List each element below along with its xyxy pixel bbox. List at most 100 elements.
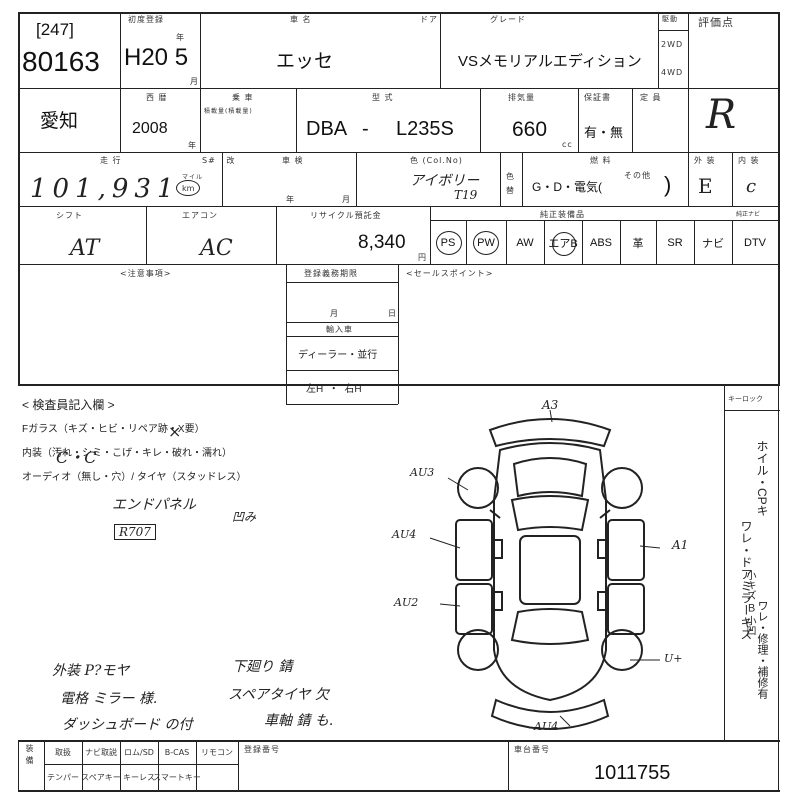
color-code: T19 (454, 188, 478, 202)
bottom-note-2: 電格 ミラー 様. (60, 691, 158, 707)
sales-point-label: <セールスポイント> (406, 269, 494, 278)
diagram-mark-au4-bottom: AU4 (534, 720, 559, 733)
side-note-col4: ワレ・修理・補修有 (756, 600, 768, 699)
chassis-value: 1011755 (594, 762, 671, 784)
shaken-month-unit: 月 (342, 195, 351, 204)
bottom-cell-bcas: B-CAS (164, 747, 190, 757)
grade-value: VSメモリアルエディション (458, 53, 642, 70)
notes-label: <注意事項> (120, 269, 172, 278)
airbag-circle (552, 232, 576, 256)
mileage-mile-unit: マイル (182, 174, 204, 181)
interior-label: 内 装 (738, 156, 760, 165)
model-prefix: DBA (306, 118, 348, 140)
bottom-cell-smart-key: スマートキー (153, 772, 201, 782)
warranty-label: 保証書 (584, 93, 611, 102)
passenger-sub: 積載量(積載量) (204, 108, 253, 115)
pw-circle (473, 231, 499, 255)
side-note-col3: 小キズ Ｂ 小凹 (744, 570, 755, 636)
bottom-note-1: 外装 P?モヤ (52, 663, 130, 679)
inspector-hw-r: R707 (114, 524, 156, 540)
model-label: 型 式 (372, 93, 394, 102)
bottom-note-right-2: スペアタイヤ 欠 (228, 687, 330, 703)
diagram-mark-a1: A1 (672, 538, 689, 552)
recycle-label: リサイクル預託金 (310, 211, 382, 220)
displacement-unit: cc (562, 140, 573, 149)
ps-circle (436, 231, 462, 255)
equipment-label: 純正装備品 (540, 210, 585, 219)
diagram-mark-au2: AU2 (394, 596, 419, 609)
first-reg-month-unit: 月 (190, 77, 199, 86)
inspector-hw-line1: C・C (56, 448, 97, 467)
displacement-value: 660 (512, 118, 548, 141)
door-label: ドア (420, 15, 438, 24)
shift-label: シフト (56, 211, 83, 220)
color-value: アイボリー (410, 173, 480, 189)
recycle-value: 8,340 (358, 232, 406, 253)
reg-limit-day: 日 (388, 309, 397, 318)
grade-label: グレード (490, 15, 526, 24)
keylock-label: キーロック (728, 395, 763, 403)
bottom-cell-remote: リモコン (201, 747, 233, 757)
western-year-unit: 年 (188, 141, 197, 150)
sn-label: S# 改 (202, 156, 236, 165)
car-name-label: 車 名 (290, 15, 312, 24)
inspector-hw-panel: エンドパネル (112, 497, 196, 513)
shaken-label: 車 検 (282, 156, 304, 165)
passenger-label: 乗 車 (232, 93, 254, 102)
equip-leather: 革 (632, 238, 644, 250)
equipment-navi-label: 純正ナビ (736, 211, 761, 218)
equip-navi: ナビ (702, 238, 724, 250)
inspector-label: < 検査員記入欄 > (22, 398, 115, 412)
bottom-note-right-1: 下廻り 錆 (232, 659, 293, 675)
interior-value: c (746, 176, 757, 197)
inspector-hw-panel-tail: 凹み (232, 510, 257, 524)
mileage-value: 101,931 (30, 174, 180, 204)
score-value: R (706, 92, 737, 138)
displacement-label: 排気量 (508, 93, 535, 102)
equip-aw: AW (516, 237, 534, 249)
inspector-line2: 内装（汚れ・シミ・こげ・キレ・破れ・濡れ） (22, 448, 232, 459)
inspector-line3: オーディオ（無し・穴）/ タイヤ（スタッドレス） (22, 472, 247, 483)
aircon-label: エアコン (182, 211, 218, 220)
lot-number: 80163 (22, 46, 100, 77)
fuel-close: ) (664, 172, 672, 197)
reg-limit-label: 登録義務期限 (304, 269, 358, 278)
bottom-row-label: 装備 (25, 744, 34, 768)
recycle-unit: 円 (418, 253, 427, 262)
model-code: L235S (396, 118, 454, 140)
drive-2wd: 2WD (661, 40, 684, 49)
diagram-mark-top: A3 (542, 398, 559, 412)
fuel-value: G・D・電気( (532, 180, 602, 194)
color-label: 色 (Col.No) (410, 156, 463, 165)
warranty-value: 有・無 (584, 125, 624, 140)
bottom-cell-temper: テンパー (47, 772, 79, 782)
mileage-label: 走 行 (100, 156, 122, 165)
western-year-label: 西 暦 (146, 93, 168, 102)
region-value: 愛知 (40, 111, 79, 132)
model-dash: - (362, 118, 369, 140)
fuel-label: 燃 料 (590, 156, 612, 165)
equip-dtv: DTV (744, 237, 766, 249)
dealer-parallel: ディーラー・並行 (298, 350, 378, 361)
shift-value: AT (70, 236, 100, 261)
fuel-other: その他 (624, 171, 651, 180)
chassis-label: 車台番号 (514, 745, 550, 754)
handle-side: 左H ・ 右H (306, 384, 362, 395)
first-reg-label: 初度登録 (128, 15, 164, 24)
diagram-mark-u-right: U+ (664, 652, 683, 665)
reg-limit-month: 月 (330, 309, 339, 318)
bottom-cell-keyless: キーレス (123, 772, 155, 782)
bottom-cell-navi-manual: ナビ取説 (85, 747, 117, 757)
diagram-mark-au3: AU3 (410, 466, 435, 479)
lot-bracket: [247] (36, 20, 74, 39)
car-name-value: エッセ (276, 51, 334, 72)
aircon-value: AC (200, 236, 233, 261)
equip-sr: SR (667, 237, 683, 249)
side-note-col2: ワレ・ドアミラーキズ (739, 520, 753, 640)
diagram-mark-au4-left: AU4 (392, 528, 417, 541)
western-year-value: 2008 (132, 120, 168, 137)
exterior-label: 外 装 (694, 156, 716, 165)
bottom-cell-rom-sd: ロム/SD (124, 747, 154, 757)
bottom-cell-manual: 取扱 (55, 747, 71, 757)
bottom-cell-spare-key: スペアキー (81, 772, 121, 782)
